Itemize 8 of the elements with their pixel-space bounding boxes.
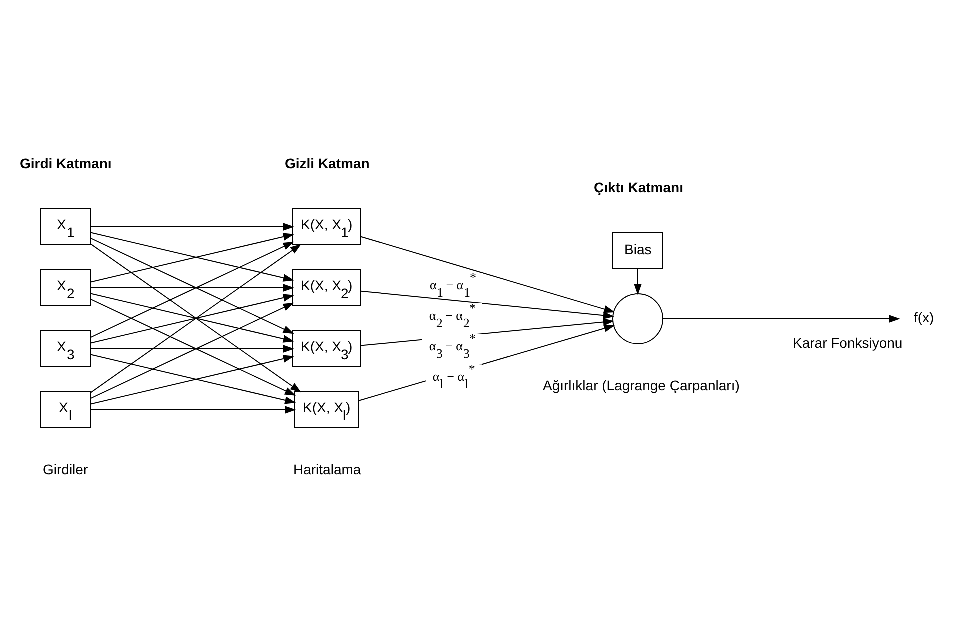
node-text: f(x): [914, 309, 934, 326]
label: Girdi Katmanı: [20, 155, 112, 172]
label: Girdiler: [43, 461, 88, 478]
node-label: Karar Fonksiyonu: [793, 334, 903, 351]
label: Çıktı Katmanı: [594, 179, 684, 196]
label: Gizli Katman: [285, 155, 370, 172]
label: Ağırlıklar (Lagrange Çarpanları): [543, 377, 740, 394]
label: Haritalama: [294, 461, 362, 478]
